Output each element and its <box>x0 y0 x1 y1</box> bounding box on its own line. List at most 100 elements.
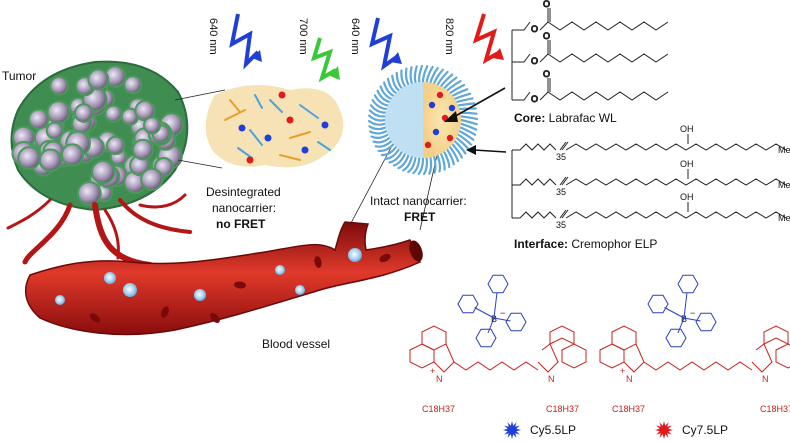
excitation-640nm-left: 640 nm <box>207 13 262 70</box>
blood-vessel <box>24 221 423 336</box>
surfactant-tail <box>459 126 477 136</box>
surfactant-tail <box>373 94 389 107</box>
surfactant-tail <box>379 85 393 100</box>
surfactant-molecule <box>269 99 283 113</box>
surfactant-tail <box>436 70 449 86</box>
core-label: Core: Labrafac WL <box>514 111 617 125</box>
intact-nanocarrier <box>367 64 479 176</box>
svg-text:Me: Me <box>778 180 790 190</box>
dye-molecule <box>441 114 449 122</box>
surfactant-tail <box>369 104 387 114</box>
tumor-cell <box>87 68 110 91</box>
tumor-cell <box>132 138 154 161</box>
surfactant-molecule <box>279 154 301 161</box>
svg-text:640 nm: 640 nm <box>207 18 219 55</box>
tumor-cell <box>28 108 50 130</box>
nanocarrier-droplet <box>104 272 116 284</box>
surfactant-molecule <box>224 109 246 121</box>
surfactant-tail <box>432 155 437 174</box>
surfactant-tail <box>453 140 467 155</box>
surfactant-tail <box>448 145 460 163</box>
dye-molecule <box>428 101 436 109</box>
surfactant-tail <box>397 154 410 170</box>
surfactant-tail <box>384 148 400 160</box>
tumor-cell <box>17 146 42 170</box>
svg-text:O: O <box>531 94 538 104</box>
svg-text:O: O <box>531 56 538 66</box>
dye-molecule <box>432 128 440 136</box>
dye-molecule <box>246 156 254 164</box>
surfactant-tail <box>368 109 387 118</box>
surfactant-tail <box>380 145 398 157</box>
interface-label: Interface: Cremophor ELP <box>514 237 657 251</box>
surfactant-tail <box>436 154 442 173</box>
cy75-legend: Cy7.5LP <box>655 421 728 439</box>
surfactant-tail <box>453 92 472 100</box>
surfactant-tail <box>425 65 434 84</box>
surfactant-tail <box>395 71 403 90</box>
surfactant-tail <box>402 155 414 172</box>
svg-text:N: N <box>436 374 443 384</box>
surfactant-tail <box>404 67 410 86</box>
red-blood-cell <box>210 313 220 323</box>
emission-820nm: 820 nm <box>443 13 504 65</box>
blood-vessel-label: Blood vessel <box>262 337 330 351</box>
tumor-cell <box>74 103 94 123</box>
emission-700nm: 700 nm <box>297 18 340 83</box>
surfactant-tail <box>392 152 407 167</box>
nanocarrier-droplet <box>123 283 137 297</box>
red-blood-cell <box>379 253 391 263</box>
surfactant-molecule <box>229 99 241 113</box>
tumor-vessels <box>6 193 192 268</box>
surfactant-tail <box>417 156 425 175</box>
cy55-structure: N+C18H37NC18H37B− <box>409 274 587 414</box>
surfactant-tail <box>457 102 476 107</box>
labrafac-structure: O O O O O O <box>511 0 669 105</box>
surfactant-tail <box>407 156 417 174</box>
surfactant-tail <box>455 97 474 104</box>
surfactant-tail <box>429 66 439 84</box>
dye-molecule <box>278 91 286 99</box>
surfactant-molecule <box>237 147 253 159</box>
surfactant-tail <box>446 148 455 166</box>
free-molecules <box>224 91 331 164</box>
surfactant-tail <box>391 74 400 92</box>
svg-text:nanocarrier:: nanocarrier: <box>212 201 276 215</box>
tumor-cell <box>49 75 70 96</box>
svg-text:+: + <box>620 366 625 376</box>
surfactant-tail <box>376 89 391 104</box>
svg-text:N: N <box>548 374 555 384</box>
svg-text:640 nm: 640 nm <box>349 18 361 55</box>
excitation-640nm-right: 640 nm <box>349 17 402 71</box>
svg-text:C18H37: C18H37 <box>760 404 790 414</box>
cy55-legend: Cy5.5LP <box>503 421 576 439</box>
dye-molecule <box>321 121 329 129</box>
surfactant-tail <box>439 152 446 171</box>
surfactant-tail <box>388 150 403 164</box>
tumor-cell <box>76 181 102 206</box>
tumor-cell <box>60 143 85 167</box>
surfactant-tail <box>370 133 389 139</box>
nanocarrier-droplet <box>55 295 65 305</box>
svg-text:Desintegrated: Desintegrated <box>206 185 281 199</box>
surfactant-tail <box>459 115 479 121</box>
nanocarrier-droplet <box>194 289 206 301</box>
tumor-cell <box>140 167 164 191</box>
dye-molecule <box>448 104 456 112</box>
tumor-label: Tumor <box>2 69 36 83</box>
surfactant-molecule <box>254 94 263 109</box>
svg-text:35: 35 <box>556 187 566 197</box>
tumor-cell <box>91 159 116 185</box>
dye-molecule <box>286 116 294 124</box>
vessel-cells <box>55 248 391 323</box>
surfactant-tail <box>448 83 466 95</box>
svg-text:C18H37: C18H37 <box>546 404 579 414</box>
surfactant-tail <box>451 88 469 97</box>
surfactant-tail <box>446 80 462 92</box>
dye-molecule <box>424 141 432 149</box>
